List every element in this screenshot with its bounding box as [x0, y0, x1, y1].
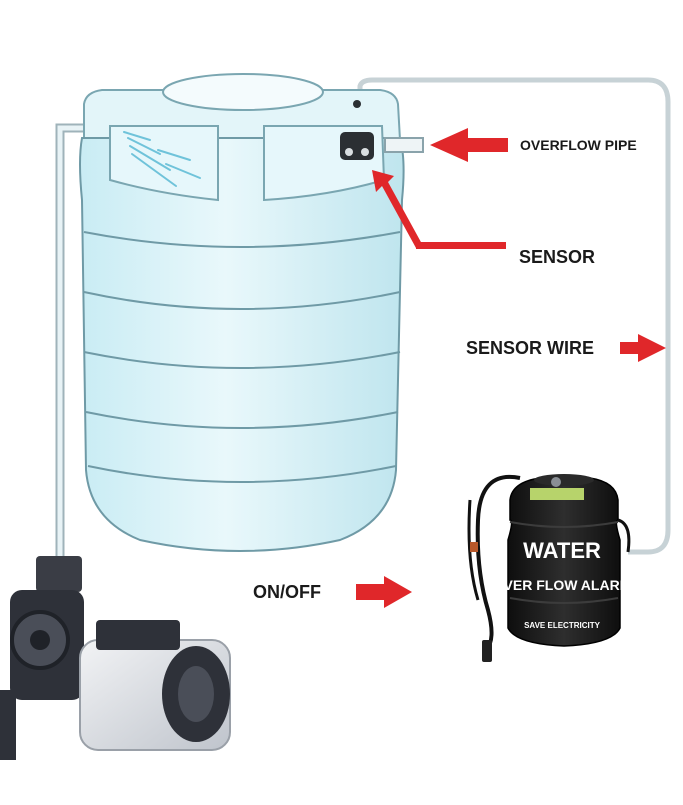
arrow-sensor-wire	[620, 334, 666, 362]
water-tank	[79, 73, 405, 552]
label-overflow-pipe: OVERFLOW PIPE	[520, 137, 637, 153]
label-sensor: SENSOR	[519, 247, 596, 267]
label-on-off: ON/OFF	[253, 582, 321, 602]
arrow-overflow-pipe	[430, 128, 508, 162]
alarm-title-text: WATER	[523, 538, 601, 563]
pump-motor	[0, 556, 231, 760]
alarm-device: WATER OVER FLOW ALARM SAVE ELECTRICITY	[467, 474, 632, 662]
overflow-pipe	[384, 137, 424, 153]
arrow-on-off	[356, 576, 412, 608]
label-sensor-wire: SENSOR WIRE	[466, 338, 595, 358]
alarm-tagline-text: SAVE ELECTRICITY	[524, 621, 601, 630]
sensor-icon	[340, 100, 374, 160]
alarm-subtitle-text: OVER FLOW ALARM	[493, 577, 632, 593]
arrow-sensor	[372, 170, 506, 249]
sensor-wire	[357, 77, 671, 555]
